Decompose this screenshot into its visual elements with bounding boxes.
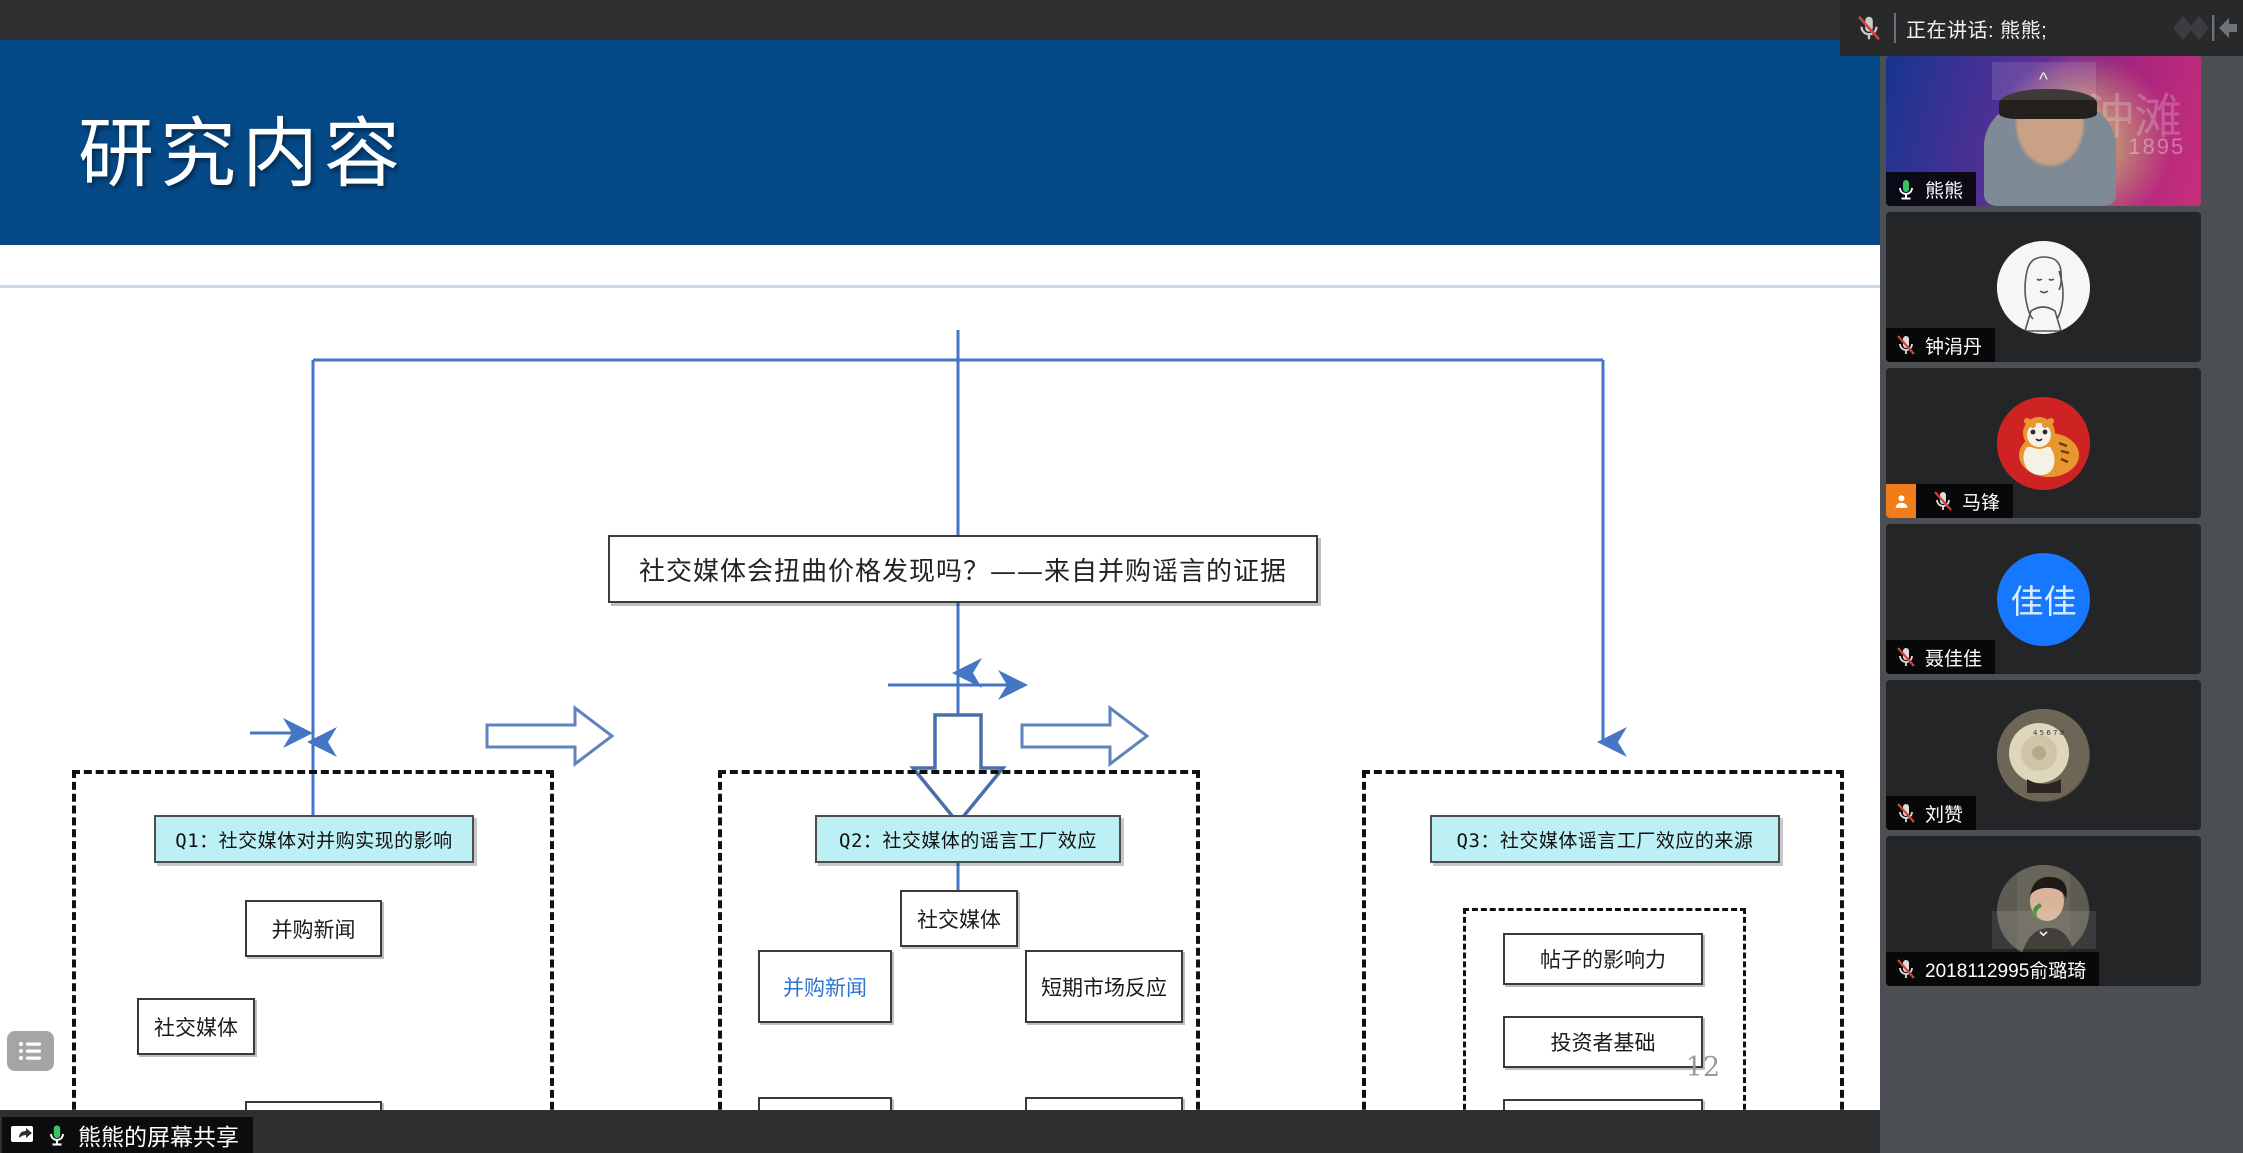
slide-page-number: 12 xyxy=(1685,1052,1720,1083)
speaker-bar-divider xyxy=(1894,13,1896,43)
q2-node-ma-news: 并购新闻 xyxy=(758,950,892,1023)
host-badge-2 xyxy=(1886,484,1916,518)
mic-muted-icon xyxy=(1897,959,1915,979)
participant-avatar-5 xyxy=(1997,864,2090,958)
participant-name-bar-1: 钟涓丹 xyxy=(1886,328,1996,362)
panel-q3 xyxy=(1362,770,1844,1113)
q2-node-short-term-reaction: 短期市场反应 xyxy=(1025,950,1183,1023)
panel-q2-header: Q2：社交媒体的谣言工厂效应 xyxy=(815,815,1121,863)
mic-muted-icon xyxy=(1897,803,1915,823)
camera-dial-photo-icon: 4 5 6 7 8 xyxy=(1997,708,2089,801)
participant-tile-2[interactable]: 马锋 xyxy=(1886,368,2201,518)
panel-q1-header: Q1：社交媒体对并购实现的影响 xyxy=(154,815,474,863)
mic-on-icon xyxy=(50,1125,64,1146)
video-chevron-down-icon[interactable]: ⌄ xyxy=(1991,911,2096,949)
slide-menu-button[interactable] xyxy=(7,1031,54,1071)
window-controls-icon xyxy=(2173,15,2237,41)
participant-avatar-1 xyxy=(1997,240,2090,334)
participant-name-0: 熊熊 xyxy=(1925,180,1964,202)
banner-underline xyxy=(0,285,1880,288)
participant-name-bar-3: 聂佳佳 xyxy=(1886,640,1996,674)
avatar-initials-3: 佳佳 xyxy=(2010,583,2077,620)
participant-name-bar-5: 2018112995俞璐琦 xyxy=(1886,952,2100,986)
participant-name-1: 钟涓丹 xyxy=(1925,336,1983,358)
sketch-person-icon xyxy=(1997,240,2089,333)
diagram-title-text: 社交媒体会扭曲价格发现吗？——来自并购谣言的证据 xyxy=(638,556,1287,587)
slide-title-banner: 研究内容 xyxy=(0,40,1880,245)
participant-name-4: 刘赞 xyxy=(1925,804,1964,826)
host-person-icon xyxy=(1894,494,1908,508)
mic-muted-icon xyxy=(1897,335,1915,355)
mic-muted-icon xyxy=(1858,15,1880,41)
q2-node-long-term-reaction: 长期市场反应 xyxy=(1025,1097,1183,1113)
person-hair xyxy=(1999,89,2098,119)
q2-node-ma-rumor: 并购谣言 xyxy=(758,1097,892,1113)
svg-text:4 5 6 7 8: 4 5 6 7 8 xyxy=(2033,729,2064,737)
panel-q2-header-text: Q2：社交媒体的谣言工厂效应 xyxy=(839,829,1097,852)
participant-tile-0[interactable]: 沖滩 1895 ^ 熊熊 xyxy=(1886,56,2201,206)
video-chevron-up-icon[interactable]: ^ xyxy=(1991,62,2096,100)
mic-muted-icon xyxy=(1934,491,1952,511)
list-menu-icon xyxy=(18,1042,41,1060)
q1-node-social-media: 社交媒体 xyxy=(137,998,255,1055)
participant-name-5: 2018112995俞璐琦 xyxy=(1925,960,2087,982)
screen-share-label: 熊熊的屏幕共享 xyxy=(78,1124,239,1150)
participant-tile-3[interactable]: 佳佳 聂佳佳 xyxy=(1886,524,2201,674)
participant-name-bar-4: 刘赞 xyxy=(1886,796,1977,830)
mic-muted-icon xyxy=(1897,647,1915,667)
participant-name-2: 马锋 xyxy=(1962,492,2001,514)
q1-node-news: 并购新闻 xyxy=(245,900,382,957)
participant-tile-4[interactable]: 4 5 6 7 8 刘赞 xyxy=(1886,680,2201,830)
panel-q2 xyxy=(718,770,1200,1113)
screen-share-bar: 熊熊的屏幕共享 xyxy=(0,1110,1880,1153)
participant-avatar-3: 佳佳 xyxy=(1997,552,2090,646)
panel-q3-header-text: Q3：社交媒体谣言工厂效应的来源 xyxy=(1456,829,1754,852)
participant-name-bar-0: 熊熊 xyxy=(1886,172,1977,206)
q2-node-social-media-top: 社交媒体 xyxy=(900,890,1018,947)
participant-name-bar-2: 马锋 xyxy=(1886,484,2014,518)
portrait-photo-icon xyxy=(1997,864,2089,958)
window-controls[interactable] xyxy=(2167,10,2243,46)
participant-name-3: 聂佳佳 xyxy=(1925,648,1983,670)
screen-share-indicator[interactable]: 熊熊的屏幕共享 xyxy=(2,1117,253,1153)
page-title: 研究内容 xyxy=(78,109,406,198)
participant-tile-1[interactable]: 钟涓丹 xyxy=(1886,212,2201,362)
shared-slide: 研究内容 xyxy=(0,40,1880,1113)
diagram-title-box: 社交媒体会扭曲价格发现吗？——来自并购谣言的证据 xyxy=(608,535,1318,603)
shared-screen-top-strip xyxy=(0,0,1880,40)
research-content-diagram: 社交媒体会扭曲价格发现吗？——来自并购谣言的证据 Q1：社交媒体对并购实现的影响… xyxy=(0,245,1880,1113)
mic-on-icon xyxy=(1899,180,1913,200)
panel-q3-inner-group xyxy=(1463,908,1746,1113)
screen-share-icon xyxy=(11,1126,33,1142)
participants-sidebar: 正在讲话: 熊熊; 沖滩 1895 ^ xyxy=(1840,0,2243,1153)
participant-tile-5[interactable]: ⌄ 2018112995俞璐琦 xyxy=(1886,836,2201,986)
active-speaker-label: 正在讲话: 熊熊; xyxy=(1906,19,2048,42)
participant-avatar-2 xyxy=(1997,396,2090,490)
panel-q3-header: Q3：社交媒体谣言工厂效应的来源 xyxy=(1430,815,1780,863)
video-background-year: 1895 xyxy=(2128,134,2186,159)
active-speaker-bar: 正在讲话: 熊熊; xyxy=(1840,0,2243,56)
participant-avatar-4: 4 5 6 7 8 xyxy=(1997,708,2090,802)
tiger-avatar-icon xyxy=(1997,396,2089,489)
q3-node-post-influence: 帖子的影响力 xyxy=(1503,933,1703,985)
q3-node-news-source-influence: 新闻来源的影响力 xyxy=(1503,1099,1703,1113)
panel-q1 xyxy=(72,770,554,1113)
q3-node-investor-base: 投资者基础 xyxy=(1503,1016,1703,1068)
panel-q1-header-text: Q1：社交媒体对并购实现的影响 xyxy=(175,829,453,852)
